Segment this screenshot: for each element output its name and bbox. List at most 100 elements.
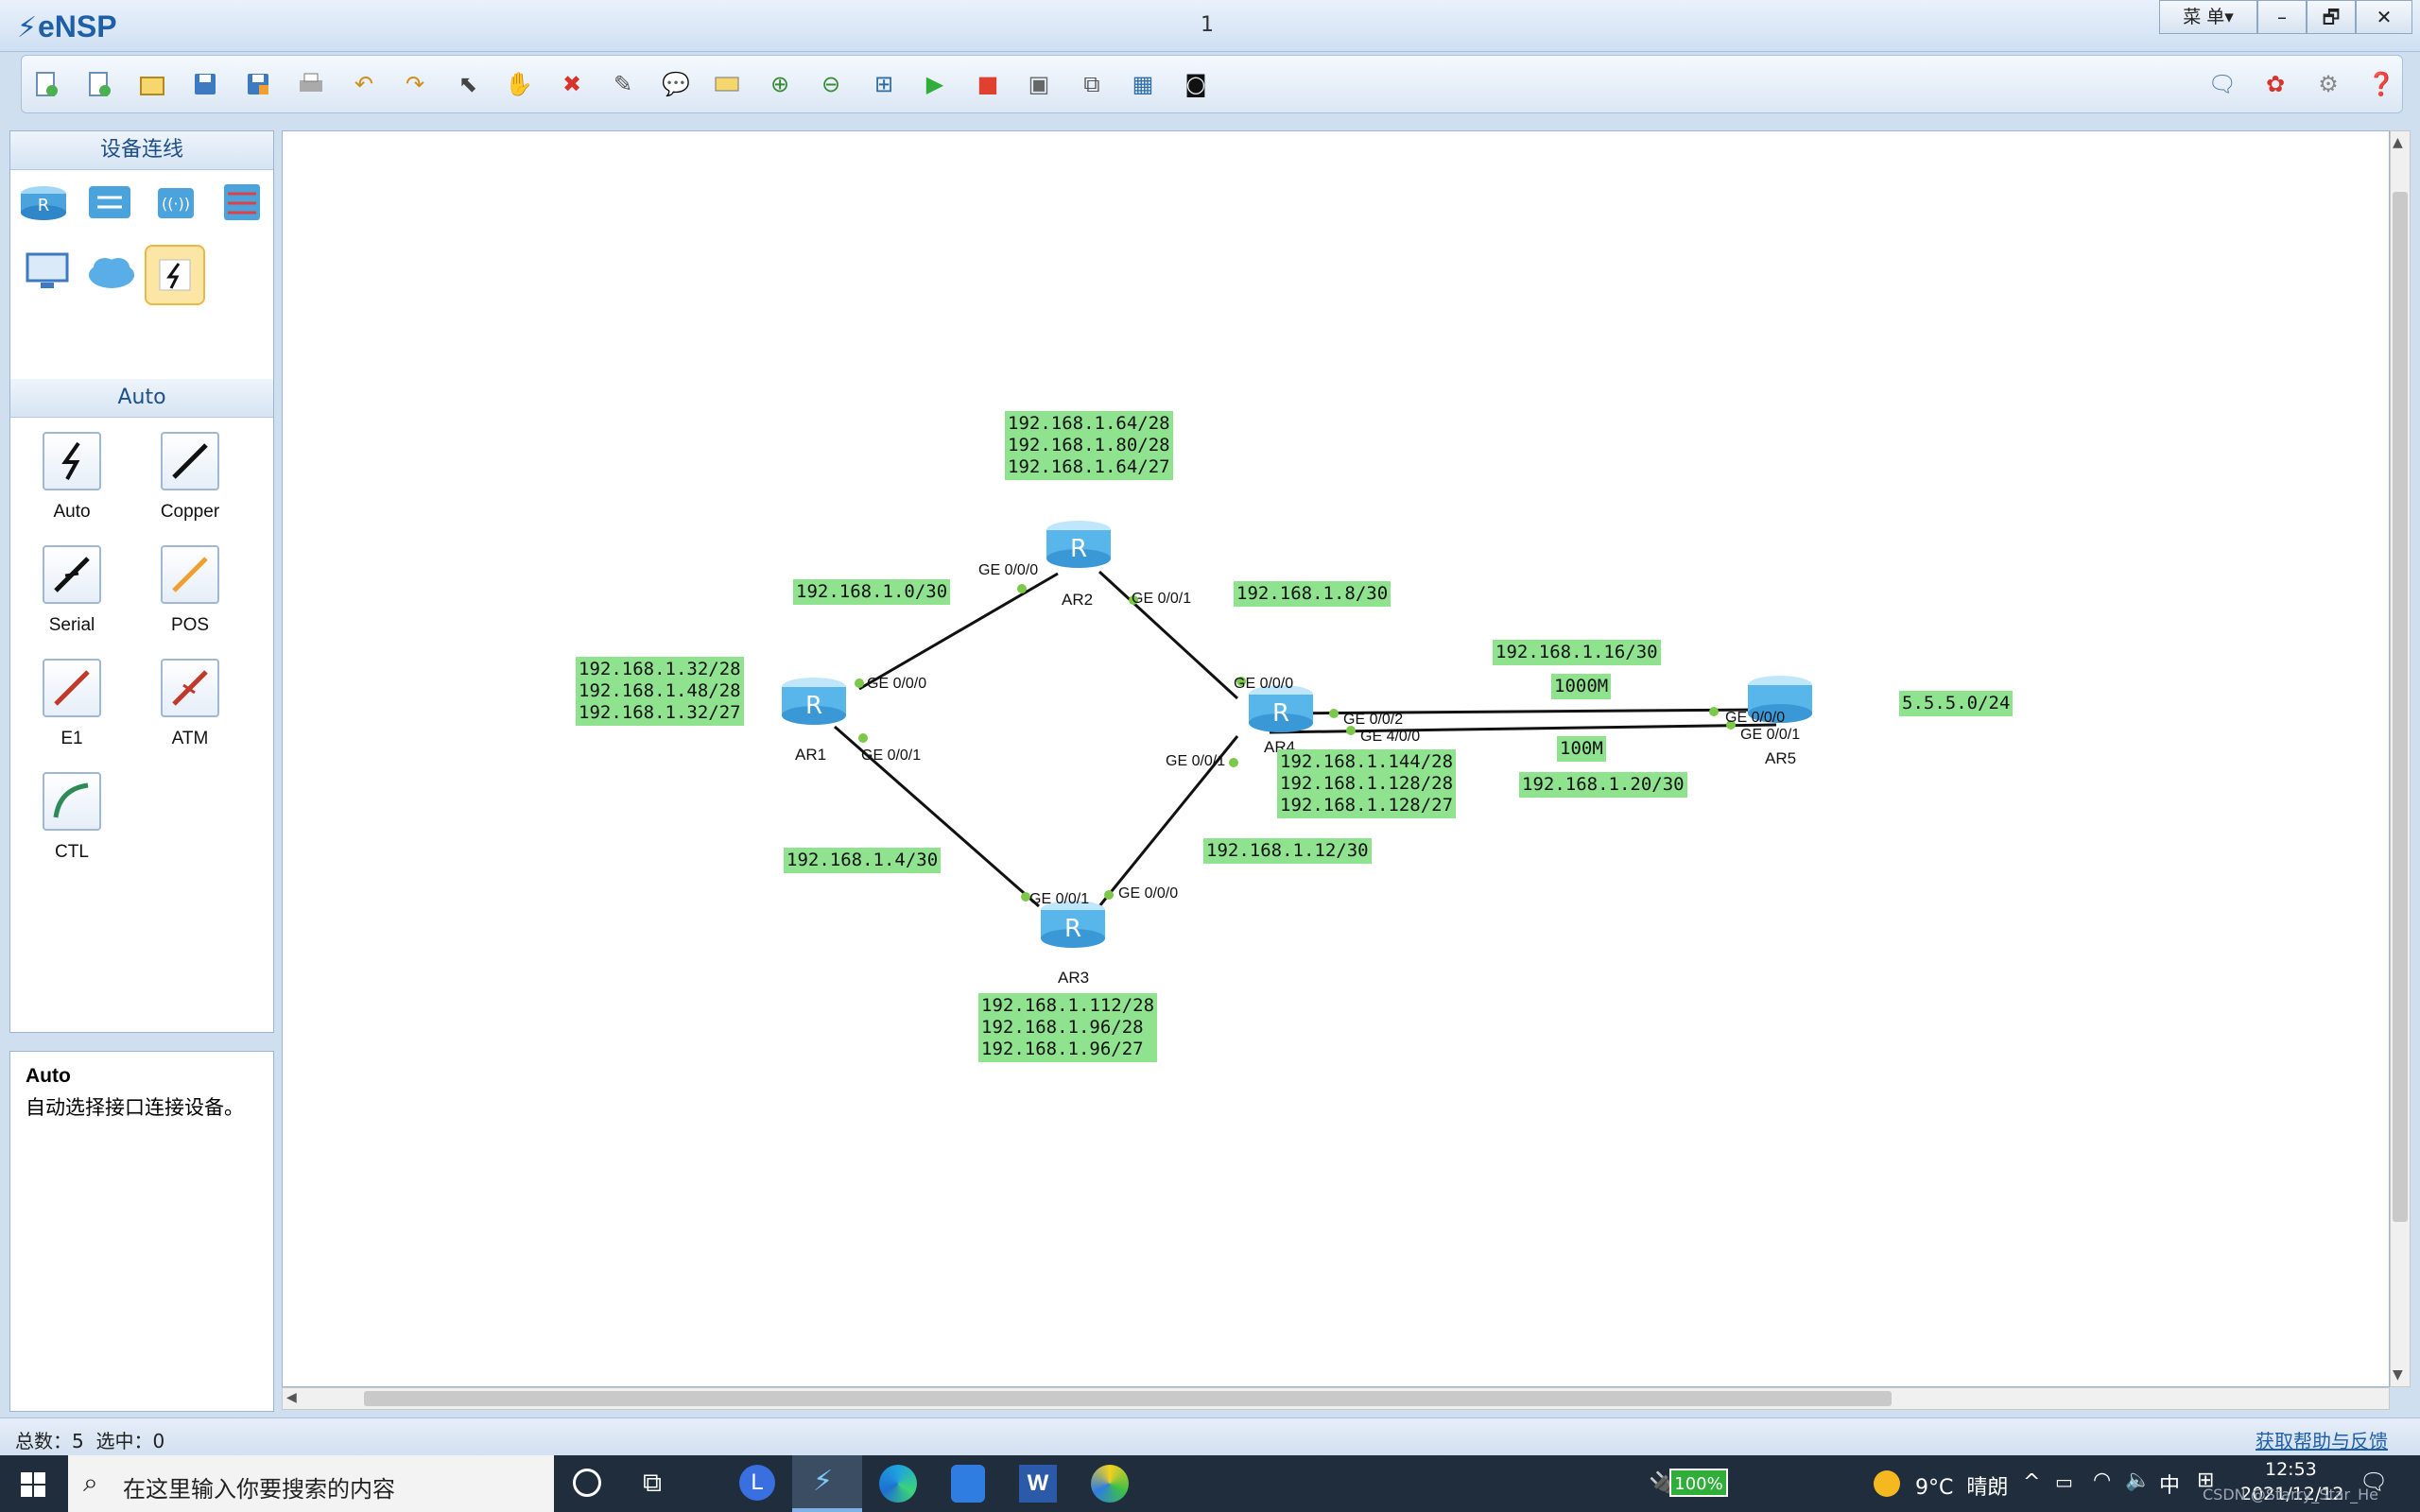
restore-button[interactable]: 🗗 [2307, 0, 2356, 34]
select-icon[interactable]: ⬉ [458, 71, 478, 97]
vertical-scroll-thumb[interactable] [2393, 192, 2408, 1222]
vertical-scrollbar[interactable]: ▲ ▼ [2390, 130, 2411, 1387]
ctl-cable-icon [43, 772, 101, 831]
rectangle-icon[interactable] [710, 67, 744, 101]
link-ar2-ar4[interactable] [1098, 570, 1239, 700]
phone-app-icon[interactable] [951, 1465, 985, 1503]
weather-text[interactable]: 9°C 晴朗 [1915, 1476, 2009, 1500]
port-label: GE 0/0/1 [1029, 891, 1090, 907]
delete-link-icon[interactable]: ✎ [613, 71, 633, 97]
switch-category-icon[interactable] [84, 177, 135, 228]
connection-category-icon[interactable] [145, 245, 205, 305]
connection-serial[interactable]: Serial [10, 545, 133, 636]
delete-icon[interactable]: ✖ [562, 71, 582, 97]
connection-atm[interactable]: ATM [129, 659, 251, 749]
router-ar3-icon[interactable]: R [1041, 901, 1105, 948]
connection-copper[interactable]: Copper [129, 432, 251, 523]
browser-app-icon[interactable] [1091, 1465, 1129, 1503]
undo-icon[interactable]: ↶ [354, 71, 374, 97]
link-ar1-ar2[interactable] [858, 572, 1059, 691]
ip-label-speed-1000m[interactable]: 1000M [1551, 674, 1612, 699]
ip-label-ar4-networks[interactable]: 192.168.1.144/28 192.168.1.128/28 192.16… [1277, 749, 1457, 818]
ime-indicator[interactable]: 中 [2159, 1474, 2181, 1498]
save-icon[interactable] [188, 67, 222, 101]
app-l-icon[interactable]: L [739, 1465, 775, 1501]
clock-time[interactable]: 12:53 [2265, 1459, 2317, 1480]
chat-icon[interactable]: 🗨 [2207, 71, 2238, 97]
settings-icon[interactable]: ⚙ [2318, 71, 2339, 97]
word-icon[interactable]: W [1019, 1465, 1057, 1503]
clock-date[interactable]: 2021/12/12 [2240, 1484, 2344, 1504]
scroll-left-icon[interactable]: ◀ [286, 1390, 297, 1405]
router-ar4-icon[interactable]: R [1249, 685, 1313, 732]
zoom-in-icon[interactable]: ⊕ [769, 71, 790, 97]
battery-indicator[interactable]: 100% [1669, 1469, 1728, 1497]
connection-e1[interactable]: E1 [10, 659, 133, 749]
tray-chevron-icon[interactable]: ^ [2023, 1470, 2041, 1494]
zoom-out-icon[interactable]: ⊖ [821, 71, 841, 97]
router-ar2-icon[interactable]: R [1046, 521, 1111, 568]
ip-label-ar1-networks[interactable]: 192.168.1.32/28 192.168.1.48/28 192.168.… [576, 657, 744, 726]
minimize-button[interactable]: – [2257, 0, 2307, 34]
save-as-icon[interactable] [241, 67, 275, 101]
stop-icon[interactable]: ■ [977, 71, 999, 97]
new-topology-icon[interactable] [29, 67, 63, 101]
new-example-icon[interactable] [82, 67, 116, 101]
wifi-icon[interactable]: ◠ [2093, 1469, 2112, 1492]
hand-icon[interactable]: ✋ [505, 71, 533, 97]
help-feedback-link[interactable]: 获取帮助与反馈 [2256, 1430, 2388, 1452]
link-ar3-ar4[interactable] [1098, 735, 1239, 907]
ip-label-ar1-ar3[interactable]: 192.168.1.4/30 [784, 848, 942, 873]
topology-icon[interactable]: ⧉ [1083, 71, 1100, 97]
ip-label-ar4-ar5-a[interactable]: 192.168.1.16/30 [1493, 640, 1661, 665]
ip-label-ar5-network[interactable]: 5.5.5.0/24 [1899, 691, 2014, 716]
pc-category-icon[interactable] [22, 247, 73, 298]
horizontal-scrollbar[interactable]: ◀ [282, 1387, 2390, 1410]
firewall-category-icon[interactable] [216, 177, 268, 228]
text-icon[interactable]: 💬 [662, 71, 690, 97]
screenshot-icon[interactable]: ◙ [1184, 71, 1207, 97]
ip-label-speed-100m[interactable]: 100M [1557, 736, 1606, 762]
ip-label-ar2-networks[interactable]: 192.168.1.64/28 192.168.1.80/28 192.168.… [1005, 411, 1173, 480]
link-ar1-ar3[interactable] [834, 725, 1040, 908]
cloud-category-icon[interactable] [86, 247, 137, 298]
router-ar1-icon[interactable]: R [782, 678, 846, 725]
volume-icon[interactable]: 🔈 [2125, 1469, 2152, 1492]
connection-auto[interactable]: Auto [10, 432, 133, 523]
ip-label-ar2-ar4[interactable]: 192.168.1.8/30 [1234, 581, 1392, 607]
redo-icon[interactable]: ↷ [405, 71, 425, 97]
huawei-icon[interactable]: ✿ [2265, 71, 2286, 97]
link-ar4-ar5-1000m[interactable] [1269, 708, 1764, 715]
taskbar-search-box[interactable]: ⌕ 在这里输入你要搜索的内容 [68, 1455, 554, 1512]
ime-grid-icon[interactable]: ⊞ [2197, 1469, 2215, 1492]
wireless-category-icon[interactable]: ((·)) [150, 177, 201, 228]
cortana-icon[interactable] [573, 1469, 601, 1497]
scroll-down-icon[interactable]: ▼ [2393, 1367, 2403, 1383]
close-button[interactable]: ✕ [2356, 0, 2412, 34]
router-category-icon[interactable]: R [18, 177, 69, 228]
topology-canvas[interactable]: R R R R AR2 AR1 AR4 AR3 AR5 GE 0/0/0 GE … [282, 130, 2390, 1387]
capture-icon[interactable]: ▣ [1028, 71, 1050, 97]
router-ar5-icon[interactable] [1748, 676, 1812, 723]
help-icon[interactable]: ❓ [2367, 71, 2395, 97]
task-view-icon[interactable]: ⧉ [643, 1467, 662, 1498]
print-icon[interactable] [294, 67, 328, 101]
ip-label-ar4-ar3[interactable]: 192.168.1.12/30 [1203, 838, 1372, 864]
ip-label-ar3-networks[interactable]: 192.168.1.112/28 192.168.1.96/28 192.168… [978, 993, 1158, 1062]
ensp-taskbar-button[interactable]: ⚡ [792, 1455, 862, 1512]
fit-icon[interactable]: ⊞ [873, 71, 894, 97]
menu-button[interactable]: 菜 单▾ [2159, 0, 2257, 34]
horizontal-scroll-thumb[interactable] [364, 1391, 1892, 1406]
edge-icon[interactable] [879, 1465, 917, 1503]
grid-icon[interactable]: ▦ [1132, 71, 1154, 97]
windows-start-icon[interactable] [21, 1472, 45, 1497]
start-icon[interactable]: ▶ [925, 71, 944, 97]
connection-pos[interactable]: POS [129, 545, 251, 636]
ip-label-ar1-ar2[interactable]: 192.168.1.0/30 [793, 579, 951, 605]
tray-device-icon[interactable]: ▭ [2055, 1470, 2073, 1493]
notification-icon[interactable]: 🗨 [2360, 1469, 2389, 1495]
scroll-up-icon[interactable]: ▲ [2393, 135, 2403, 150]
connection-ctl[interactable]: CTL [10, 772, 133, 863]
ip-label-ar4-ar5-b[interactable]: 192.168.1.20/30 [1519, 772, 1687, 798]
open-icon[interactable] [135, 67, 169, 101]
